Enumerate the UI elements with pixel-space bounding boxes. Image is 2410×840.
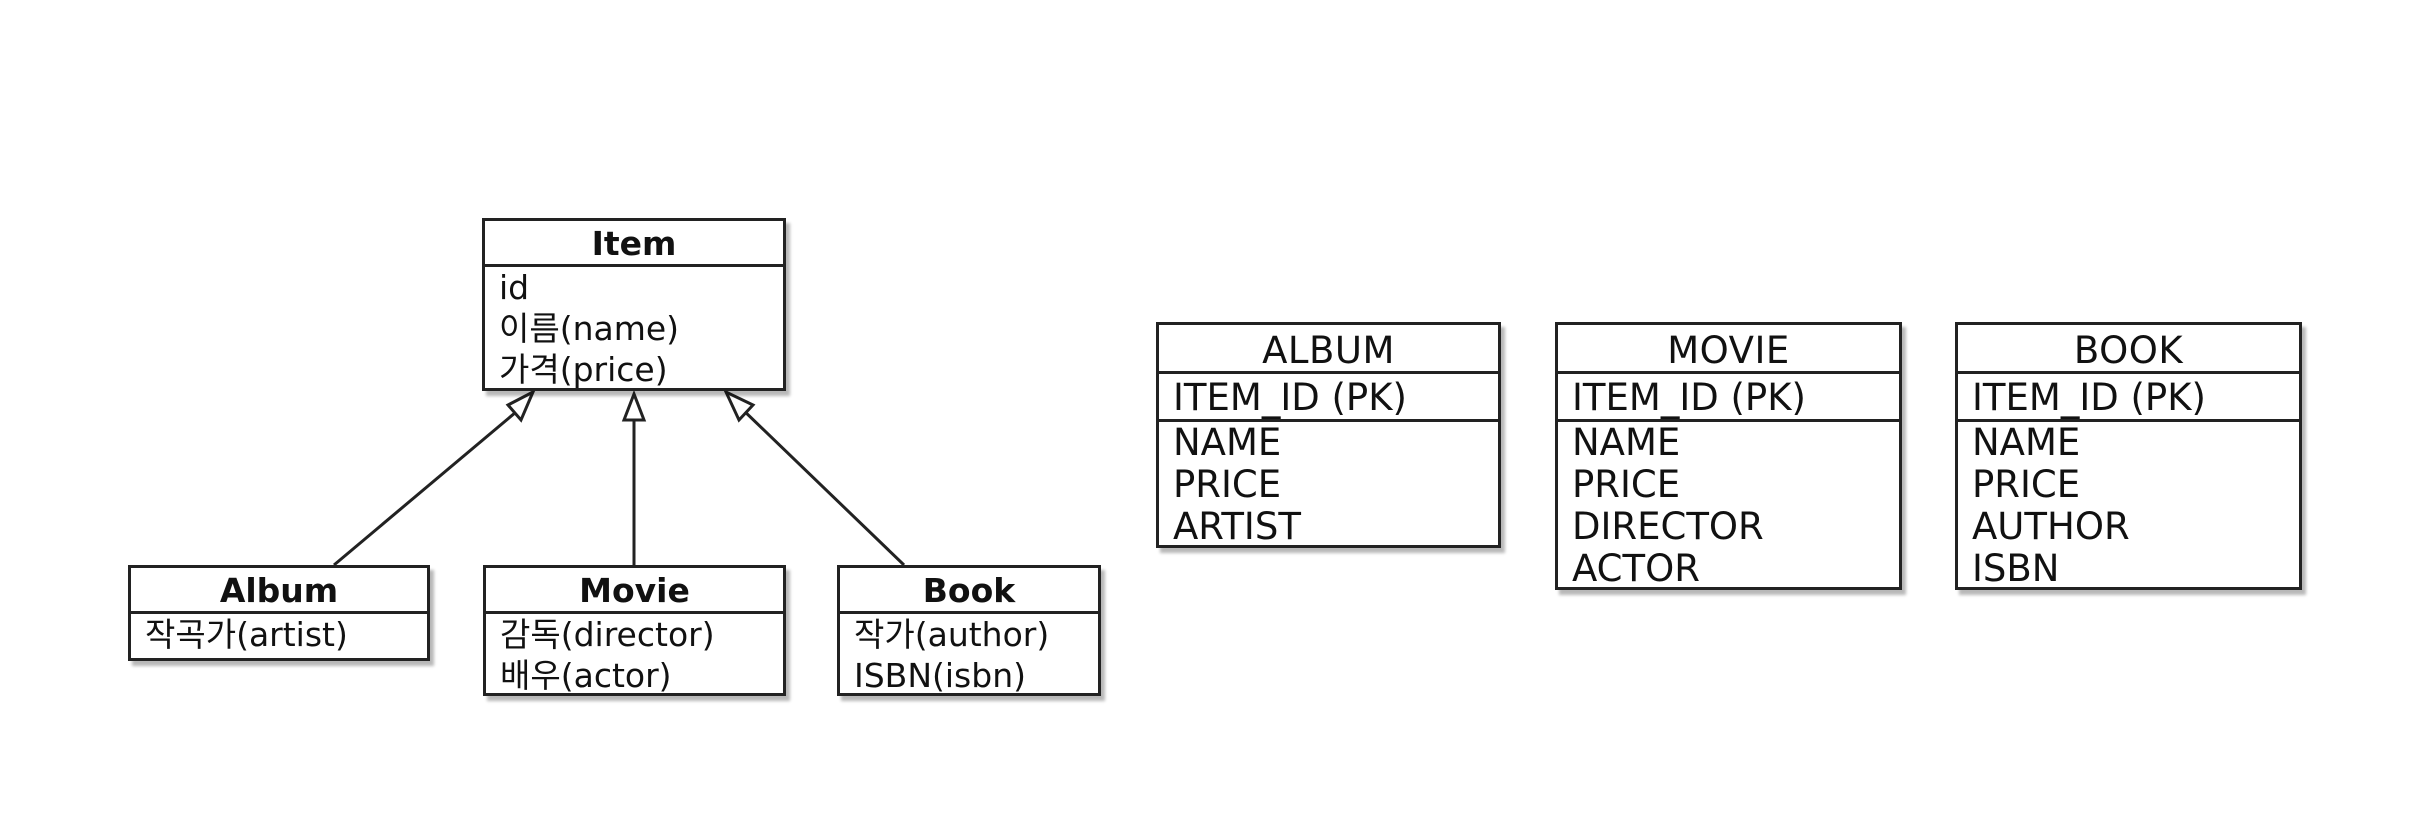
book-class-box: Book 작가(author) ISBN(isbn) bbox=[837, 565, 1101, 696]
book-generalization-arrowhead bbox=[722, 388, 756, 423]
movie-column-price: PRICE bbox=[1572, 463, 1681, 506]
album-attribute-artist: 작곡가(artist) bbox=[145, 615, 348, 654]
book-attribute-author: 작가(author) bbox=[854, 615, 1050, 654]
album-to-item-line bbox=[333, 405, 523, 567]
movie-table-title: MOVIE bbox=[1558, 325, 1899, 374]
album-table-primary-key: ITEM_ID (PK) bbox=[1159, 374, 1498, 422]
book-class-title: Book bbox=[840, 568, 1098, 614]
album-column-name: NAME bbox=[1173, 421, 1282, 464]
item-attribute-id: id bbox=[499, 268, 530, 307]
book-class-attributes: 작가(author) ISBN(isbn) bbox=[840, 614, 1098, 696]
book-table-columns: NAME PRICE AUTHOR ISBN bbox=[1958, 422, 2299, 590]
book-column-author: AUTHOR bbox=[1972, 505, 2130, 548]
movie-generalization-arrowhead bbox=[621, 389, 647, 422]
inheritance-lines bbox=[333, 405, 906, 567]
item-attribute-name: 이름(name) bbox=[499, 309, 680, 348]
item-class-attributes: id 이름(name) 가격(price) bbox=[485, 267, 783, 390]
movie-column-director: DIRECTOR bbox=[1572, 505, 1764, 548]
movie-class-attributes: 감독(director) 배우(actor) bbox=[486, 614, 783, 696]
movie-class-title: Movie bbox=[486, 568, 783, 614]
movie-column-actor: ACTOR bbox=[1572, 547, 1700, 590]
item-class-box: Item id 이름(name) 가격(price) bbox=[482, 218, 786, 391]
book-column-isbn: ISBN bbox=[1972, 547, 2060, 590]
album-class-box: Album 작곡가(artist) bbox=[128, 565, 430, 661]
item-attribute-price: 가격(price) bbox=[499, 350, 668, 389]
album-column-artist: ARTIST bbox=[1173, 505, 1301, 548]
movie-column-name: NAME bbox=[1572, 421, 1681, 464]
album-table-title: ALBUM bbox=[1159, 325, 1498, 374]
album-table-box: ALBUM ITEM_ID (PK) NAME PRICE ARTIST bbox=[1156, 322, 1501, 548]
book-to-item-line bbox=[738, 405, 906, 567]
movie-class-box: Movie 감독(director) 배우(actor) bbox=[483, 565, 786, 696]
album-column-price: PRICE bbox=[1173, 463, 1282, 506]
inheritance-arrowheads bbox=[505, 388, 756, 423]
book-column-name: NAME bbox=[1972, 421, 2081, 464]
movie-table-columns: NAME PRICE DIRECTOR ACTOR bbox=[1558, 422, 1899, 590]
album-class-title: Album bbox=[131, 568, 427, 614]
album-generalization-arrowhead bbox=[505, 388, 537, 423]
album-class-attributes: 작곡가(artist) bbox=[131, 614, 427, 655]
book-attribute-isbn: ISBN(isbn) bbox=[854, 656, 1026, 695]
book-table-title: BOOK bbox=[1958, 325, 2299, 374]
movie-table-box: MOVIE ITEM_ID (PK) NAME PRICE DIRECTOR A… bbox=[1555, 322, 1902, 590]
movie-attribute-actor: 배우(actor) bbox=[500, 656, 672, 695]
item-class-title: Item bbox=[485, 221, 783, 267]
movie-table-primary-key: ITEM_ID (PK) bbox=[1558, 374, 1899, 422]
album-table-columns: NAME PRICE ARTIST bbox=[1159, 422, 1498, 548]
movie-attribute-director: 감독(director) bbox=[500, 615, 715, 654]
book-table-box: BOOK ITEM_ID (PK) NAME PRICE AUTHOR ISBN bbox=[1955, 322, 2302, 590]
book-table-primary-key: ITEM_ID (PK) bbox=[1958, 374, 2299, 422]
book-column-price: PRICE bbox=[1972, 463, 2081, 506]
